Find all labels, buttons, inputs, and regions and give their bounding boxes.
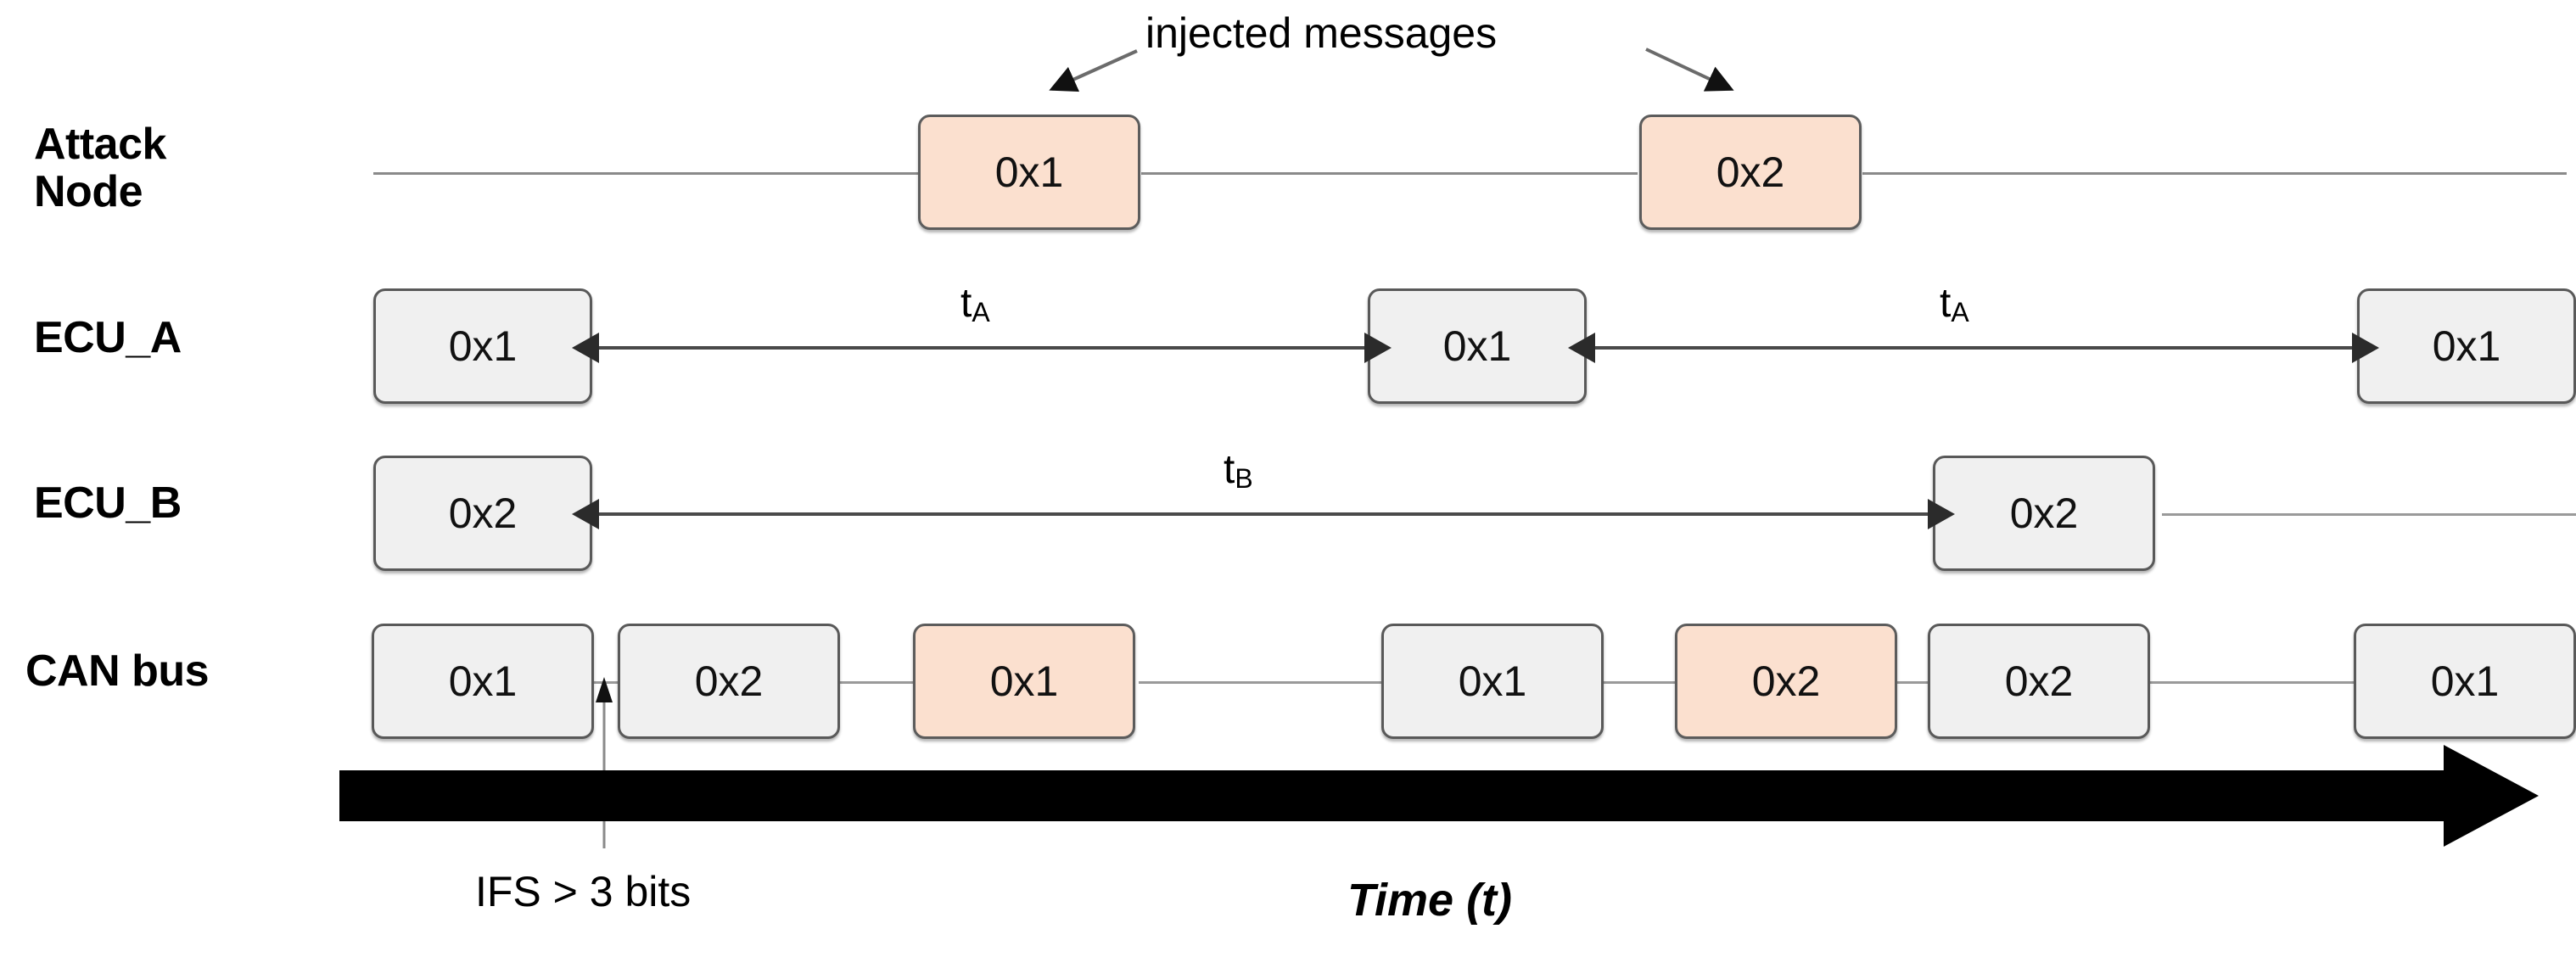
can-bus-seg-6 [2147, 681, 2357, 684]
can-bus-message-0[interactable]: 0x1 [372, 624, 594, 739]
row-label-ecu-b: ECU_B [34, 478, 182, 528]
row-label-can-bus: CAN bus [25, 646, 210, 696]
ifs-annotation-label: IFS > 3 bits [475, 868, 692, 915]
ifs-leader-line [596, 677, 613, 848]
attack-node-lifeline-right [1862, 172, 2567, 175]
ecu-a-message-0[interactable]: 0x1 [373, 288, 592, 404]
injected-arrow-left [1049, 49, 1138, 92]
ecu-b-message-1[interactable]: 0x2 [1933, 456, 2155, 571]
can-bus-message-3[interactable]: 0x1 [1381, 624, 1604, 739]
time-axis-label: Time (t) [1347, 875, 1513, 926]
interval-symbol: t [960, 281, 972, 326]
ecu-a-message-1[interactable]: 0x1 [1368, 288, 1587, 404]
ecu-a-lifeline-1 [599, 347, 1363, 350]
interval-label-ta-2: tA [1940, 280, 1969, 328]
interval-symbol: t [1224, 447, 1235, 492]
can-bus-message-6[interactable]: 0x1 [2354, 624, 2576, 739]
attack-node-lifeline-mid [1141, 172, 1638, 175]
can-bus-seg-3 [1139, 681, 1385, 684]
interval-subscript: A [1951, 296, 1969, 327]
time-axis-arrow [339, 745, 2539, 847]
attack-node-message-0[interactable]: 0x1 [918, 115, 1140, 230]
interval-symbol: t [1940, 281, 1952, 326]
ecu-b-lifeline-2 [2162, 513, 2576, 516]
can-bus-message-1[interactable]: 0x2 [618, 624, 840, 739]
can-bus-message-4[interactable]: 0x2 [1675, 624, 1897, 739]
ecu-a-lifeline-2 [1597, 347, 2350, 350]
can-bus-seg-1 [591, 681, 621, 684]
interval-label-tb: tB [1224, 446, 1253, 495]
can-bus-message-2[interactable]: 0x1 [913, 624, 1135, 739]
ecu-b-message-0[interactable]: 0x2 [373, 456, 592, 571]
interval-subscript: B [1235, 462, 1253, 494]
interval-label-ta-1: tA [960, 280, 990, 328]
interval-subscript: A [972, 296, 990, 327]
can-bus-seg-2 [838, 681, 916, 684]
can-bus-seg-4 [1602, 681, 1678, 684]
ecu-b-lifeline-1 [599, 513, 1928, 516]
attack-node-message-1[interactable]: 0x2 [1639, 115, 1862, 230]
can-bus-message-5[interactable]: 0x2 [1928, 624, 2150, 739]
row-label-attack-node: Attack Node [34, 120, 166, 217]
attack-node-lifeline-left [373, 172, 921, 175]
row-label-ecu-a: ECU_A [34, 313, 182, 362]
injected-messages-annotation: injected messages [1145, 9, 1498, 57]
injected-arrow-right [1645, 48, 1734, 92]
ecu-a-message-2[interactable]: 0x1 [2357, 288, 2576, 404]
